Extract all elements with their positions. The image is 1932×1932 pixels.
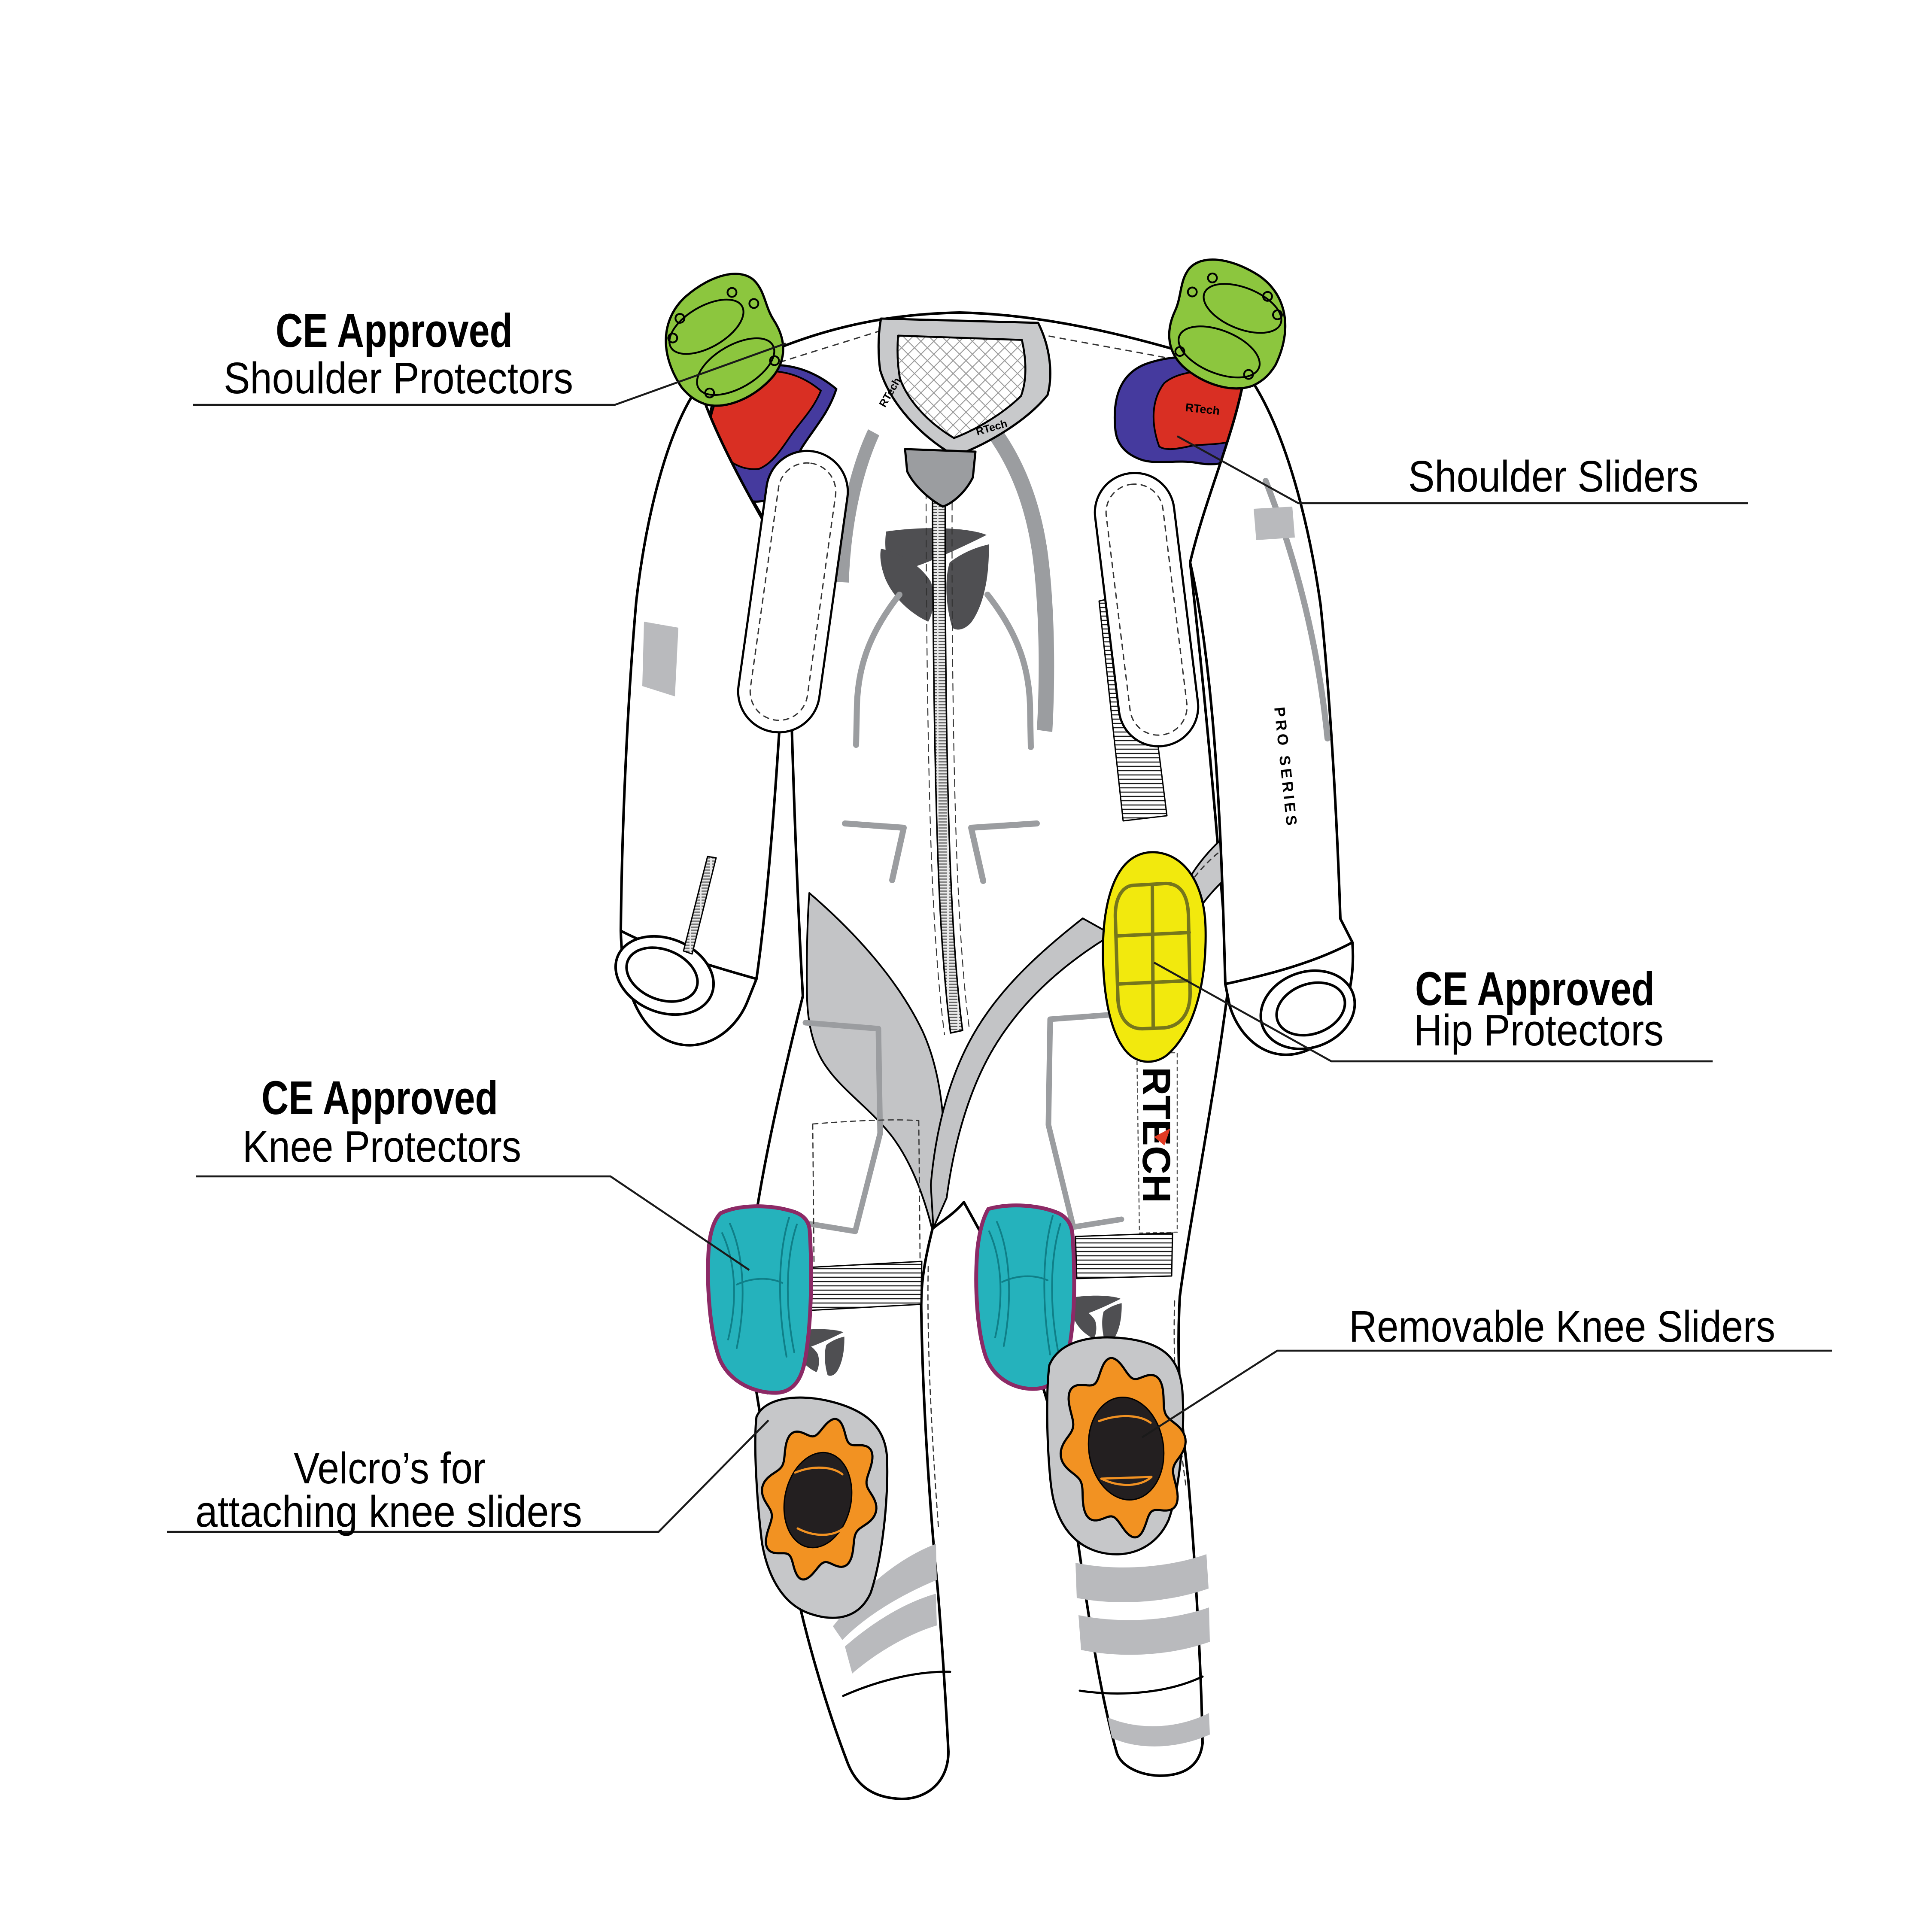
svg-text:Knee Protectors: Knee Protectors [243, 1122, 521, 1171]
svg-text:CE Approved: CE Approved [276, 304, 513, 357]
svg-text:Removable Knee Sliders: Removable Knee Sliders [1349, 1302, 1775, 1351]
svg-text:Shoulder Sliders: Shoulder Sliders [1408, 452, 1698, 501]
svg-text:attaching knee sliders: attaching knee sliders [195, 1487, 582, 1536]
svg-text:Velcro’s for: Velcro’s for [294, 1443, 486, 1493]
svg-text:CE Approved: CE Approved [261, 1072, 498, 1124]
svg-text:Hip Protectors: Hip Protectors [1414, 1005, 1664, 1055]
svg-text:RTECH: RTECH [1134, 1067, 1178, 1203]
svg-text:CE Approved: CE Approved [1415, 963, 1655, 1015]
svg-text:Shoulder Protectors: Shoulder Protectors [224, 353, 573, 403]
